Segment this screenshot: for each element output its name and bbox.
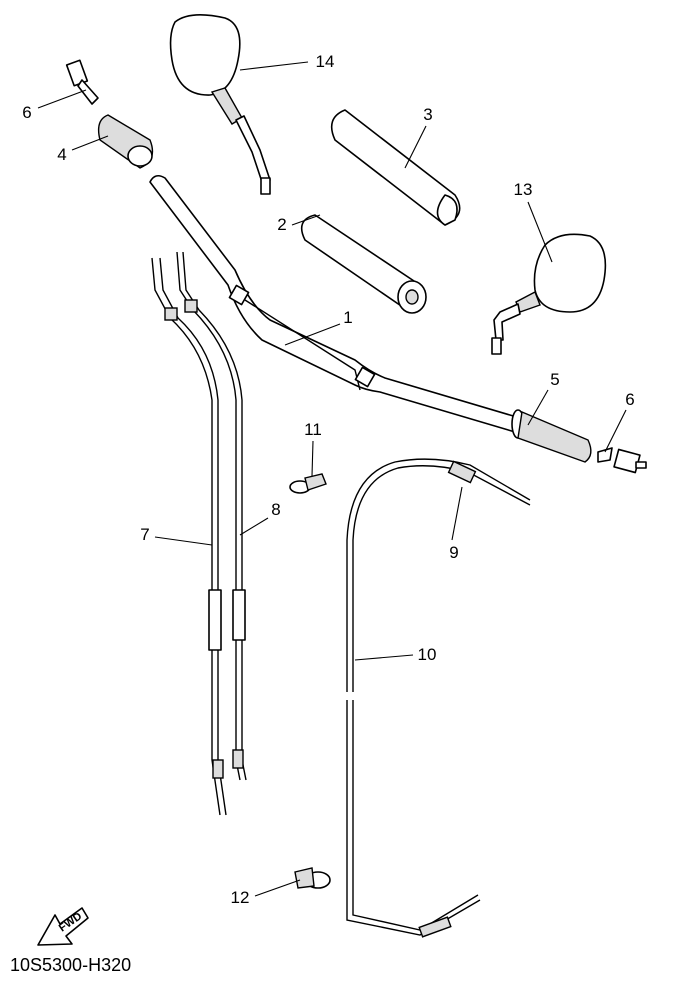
callout-3: 3 [423, 105, 433, 124]
callout-1: 1 [343, 308, 353, 327]
grip-5 [511, 409, 592, 463]
fwd-arrow-icon: FWD [37, 907, 89, 946]
mirror-left [169, 14, 271, 195]
mirror-right [491, 233, 607, 355]
grip-2 [300, 214, 427, 314]
handlebar [149, 174, 521, 433]
callout-6-left: 6 [22, 103, 32, 122]
leader-lines [37, 61, 627, 897]
callout-8: 8 [271, 500, 281, 519]
callout-12: 12 [230, 888, 250, 907]
callout-7: 7 [140, 525, 150, 544]
bar-end-right [597, 447, 647, 474]
grip-4 [97, 114, 154, 169]
clutch-cable [346, 458, 531, 938]
cable-clamp-12 [294, 867, 331, 889]
callout-11: 11 [304, 420, 322, 439]
callout-5: 5 [550, 370, 560, 389]
drawing-code: 10S5300-H320 [10, 955, 132, 975]
callout-6-right: 6 [625, 390, 635, 409]
callout-14: 14 [315, 52, 335, 71]
grip-3 [330, 109, 461, 226]
cable-clamp-11 [289, 473, 327, 494]
throttle-cables [151, 251, 247, 816]
callout-2: 2 [277, 215, 287, 234]
callout-9: 9 [449, 543, 459, 562]
callout-13: 13 [513, 180, 533, 199]
callout-10: 10 [417, 645, 437, 664]
bar-end-left [65, 59, 99, 105]
callout-4: 4 [57, 145, 67, 164]
